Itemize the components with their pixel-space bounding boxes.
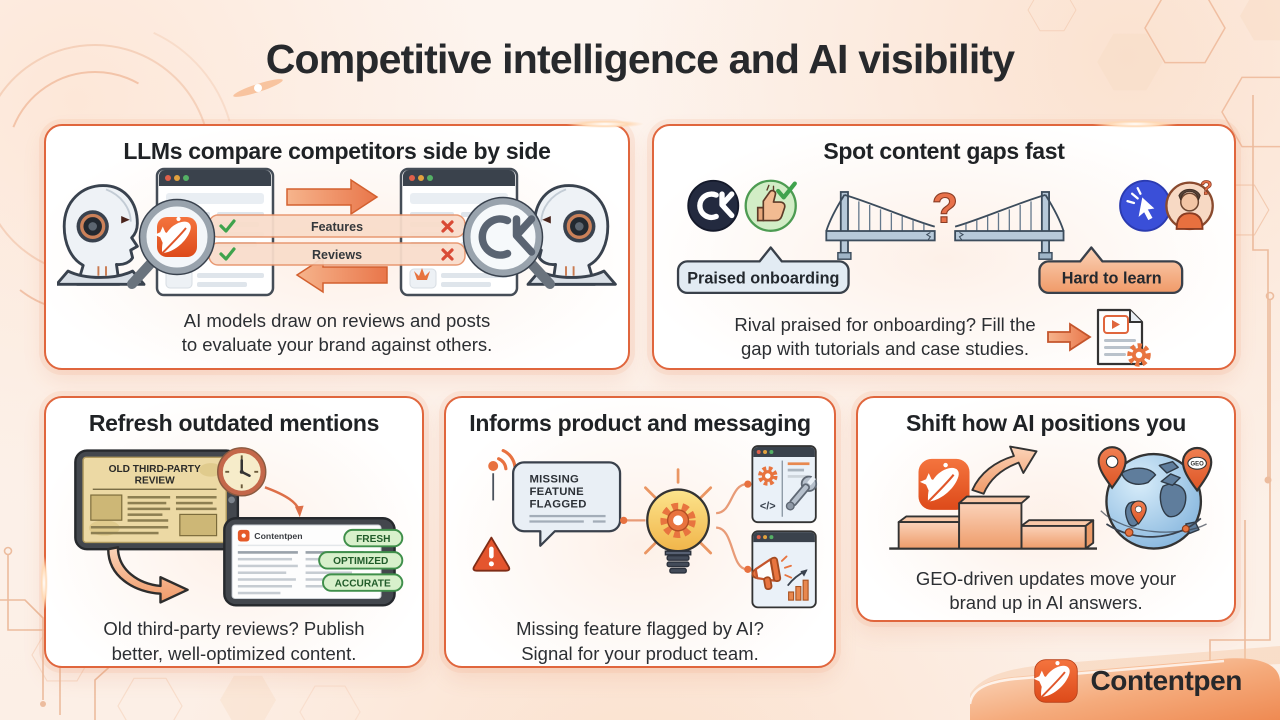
svg-text:ACCURATE: ACCURATE: [335, 578, 391, 589]
signal-icon: [488, 449, 517, 501]
contentpen-logo-icon: [1033, 659, 1079, 703]
lightbulb-idea-icon: [644, 468, 713, 574]
contentpen-app-icon: [918, 458, 970, 510]
curved-connector-arrow: [264, 486, 301, 513]
card-title: Spot content gaps fast: [823, 138, 1065, 164]
card-title: LLMs compare competitors side by side: [123, 138, 551, 164]
card-content-gaps: Spot content gaps fast ? ?: [652, 124, 1236, 370]
arrow-right-icon: [286, 178, 379, 216]
comparison-row-features: Features: [208, 214, 466, 238]
gear-icon: [1126, 343, 1151, 367]
marketing-window: [751, 530, 817, 609]
big-curved-arrow-icon: [107, 546, 189, 604]
check-icon: [219, 219, 236, 233]
gear-icon: [660, 502, 696, 539]
svg-text:Features: Features: [311, 220, 363, 234]
clock-icon: [217, 447, 267, 497]
content-gap-illustration: ? ? Praised onboarding Hard to learn: [676, 177, 1214, 295]
svg-text:Hard to learn: Hard to learn: [1062, 270, 1162, 288]
svg-text:GEO: GEO: [1190, 462, 1204, 468]
card-title: Shift how AI positions you: [905, 410, 1187, 436]
badge-glyph: [414, 268, 430, 280]
svg-text:MISSING: MISSING: [529, 473, 579, 485]
robot-head-left-icon: [57, 183, 146, 287]
cursor-click-icon: [1119, 179, 1172, 232]
old-review-tablet: OLD THIRD-PARTY REVIEW: [74, 449, 240, 551]
rising-arrow-icon: [971, 445, 1038, 495]
wrench-icon: [785, 475, 818, 511]
footer-wedge-decoration: [970, 646, 1280, 720]
card-informs-product: Informs product and messaging MISSING FE…: [444, 396, 836, 668]
svg-text:REVIEW: REVIEW: [135, 475, 175, 486]
code-glyph: </>: [760, 501, 776, 513]
cross-icon: [441, 248, 454, 261]
warning-triangle-icon: [472, 536, 511, 572]
card-caption: GEO-driven updates move your brand up in…: [915, 568, 1177, 614]
arrowhead: [294, 505, 304, 518]
card-caption: Old third-party reviews? Publish better,…: [103, 618, 365, 664]
geo-globe-icon: GEO: [1097, 446, 1213, 550]
bridge-right-icon: [954, 191, 1065, 261]
svg-text:OLD THIRD-PARTY: OLD THIRD-PARTY: [109, 464, 201, 475]
page-title: Competitive intelligence and AI visibili…: [265, 36, 1015, 82]
svg-text:FEATUNE: FEATUNE: [529, 486, 584, 498]
brand-logo: Contentpen: [1033, 658, 1242, 704]
refresh-illustration: OLD THIRD-PARTY REVIEW: [74, 447, 404, 607]
callout-praised-onboarding: Praised onboarding: [676, 246, 850, 295]
bridge-left-icon: [825, 191, 936, 261]
gear-icon: [758, 466, 778, 486]
svg-text:Praised onboarding: Praised onboarding: [687, 270, 839, 288]
tutorial-document-icon: [1046, 308, 1151, 367]
check-icon: [776, 181, 797, 200]
quality-badges: FRESH OPTIMIZED ACCURATE: [318, 528, 404, 592]
connector-right: [715, 480, 752, 573]
informs-illustration: MISSING FEATUNE FLAGGED: [472, 445, 818, 609]
positioning-illustration: GEO: [889, 445, 1213, 550]
card-title: Informs product and messaging: [469, 410, 811, 436]
cross-icon: [441, 220, 454, 233]
confused-user-icon: ?: [1165, 177, 1214, 231]
megaphone-icon: [751, 555, 793, 591]
circuit-lines-decoration: [0, 95, 1275, 720]
check-icon: [219, 247, 236, 261]
card-caption: Rival praised for onboarding? Fill the g…: [734, 313, 1036, 359]
svg-text:Contentpen: Contentpen: [254, 531, 302, 541]
thumbs-up-icon: [744, 179, 797, 232]
product-dev-window: </>: [751, 445, 818, 524]
competitor-logo-icon: [687, 179, 740, 232]
geo-pin-icon: GEO: [1181, 447, 1213, 493]
card-llm-comparison: LLMs compare competitors side by side Fe…: [44, 124, 630, 370]
svg-text:FRESH: FRESH: [356, 534, 390, 545]
podium-icon: [889, 495, 1097, 550]
magnifier-brand-icon: [127, 198, 216, 289]
brand-wordmark: Contentpen: [1090, 665, 1242, 696]
card-refresh-mentions: Refresh outdated mentions OLD THIRD-PART…: [44, 396, 424, 668]
lens-flare-decoration: [233, 79, 283, 97]
svg-text:OPTIMIZED: OPTIMIZED: [333, 556, 388, 567]
svg-text:?: ?: [1200, 178, 1212, 200]
card-caption: AI models draw on reviews and posts to e…: [181, 310, 493, 356]
callout-hard-to-learn: Hard to learn: [1038, 246, 1184, 295]
comparison-row-reviews: Reviews: [208, 242, 466, 266]
question-mark-icon: ?: [932, 184, 958, 232]
card-caption: Missing feature flagged by AI? Signal fo…: [516, 618, 764, 664]
play-icon: [1111, 320, 1120, 329]
card-title: Refresh outdated mentions: [88, 410, 380, 436]
growth-chart-icon: [786, 569, 809, 601]
magnifier-competitor-icon: [462, 196, 555, 289]
missing-feature-bubble: MISSING FEATUNE FLAGGED: [511, 461, 622, 547]
svg-text:Reviews: Reviews: [312, 248, 362, 262]
connector-left: [620, 516, 646, 524]
arrow-right-icon: [1046, 322, 1092, 352]
comparison-illustration: Features Reviews: [57, 167, 617, 297]
svg-text:FLAGGED: FLAGGED: [529, 499, 586, 511]
card-shift-positioning: Shift how AI positions you: [856, 396, 1236, 622]
